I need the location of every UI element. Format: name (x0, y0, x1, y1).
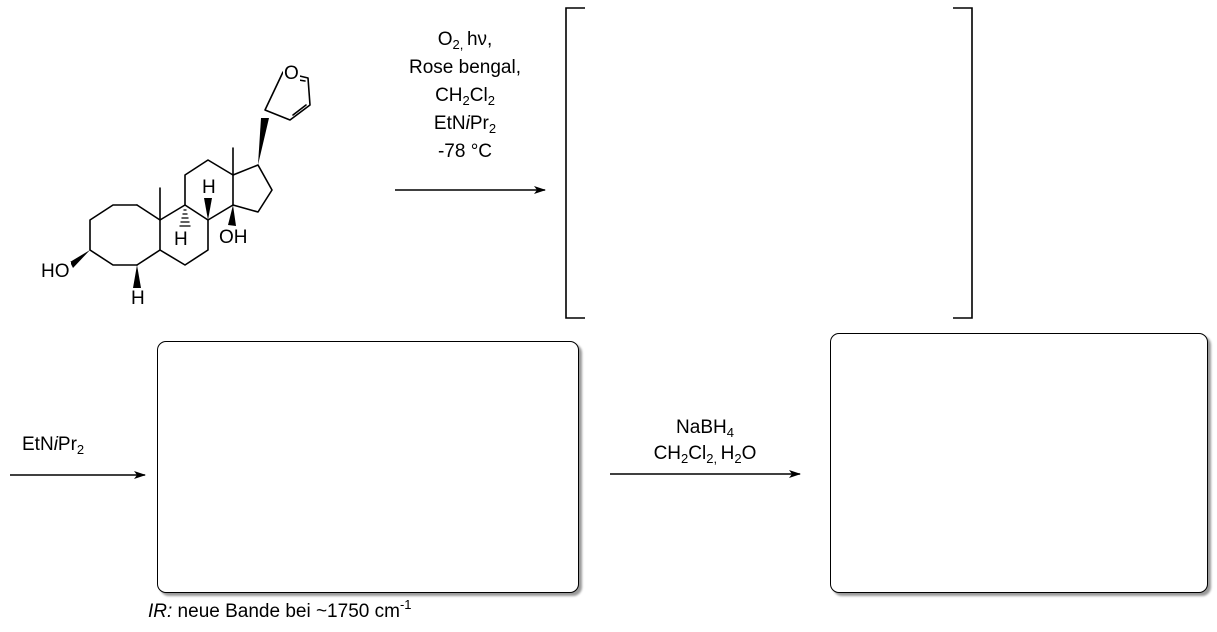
atom-furan-oxygen: O (283, 63, 300, 84)
atom-h-9: H (173, 229, 189, 250)
step1-reagent-o2-hv: O2, hν, (437, 29, 493, 52)
atom-h-8: H (201, 177, 217, 198)
atom-h-5: H (130, 288, 146, 309)
step3-reagent-nabh4: NaBH4 (676, 417, 734, 440)
answer-box-product[interactable] (830, 333, 1208, 593)
ir-note: IR: neue Bande bei ~1750 cm-1 (148, 597, 412, 622)
step1-temperature: -78 °C (437, 141, 493, 162)
intermediate-bracket-right (953, 7, 973, 319)
step3-reagent-solvents: CH2Cl2, H2O (653, 443, 757, 466)
intermediate-bracket-left (565, 7, 585, 319)
step1-reagent-solvent: CH2Cl2 (435, 85, 495, 108)
step1-reagent-base: EtNiPr2 (433, 113, 497, 136)
steroid-structure (70, 71, 311, 288)
answer-box-intermediate-2[interactable] (157, 341, 579, 593)
atom-hydroxyl-14: OH (218, 227, 249, 248)
atom-hydroxyl-3: HO (40, 261, 71, 282)
step1-reagent-rose-bengal: Rose bengal, (409, 57, 521, 78)
step2-reagent: EtNiPr2 (22, 434, 85, 457)
